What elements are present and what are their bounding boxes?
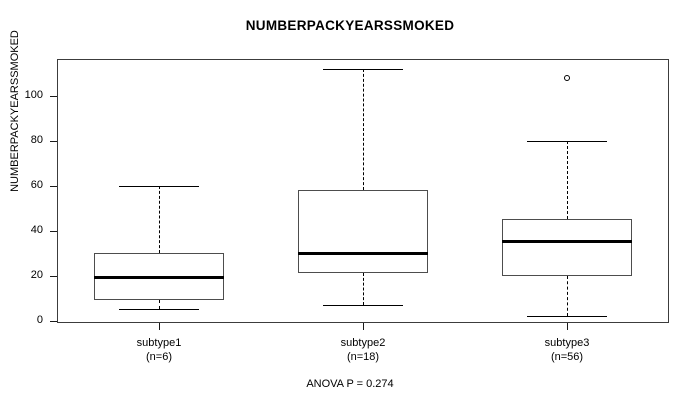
y-axis-tick xyxy=(50,185,57,187)
y-axis-tick xyxy=(50,320,57,322)
boxplot-upper-cap xyxy=(527,140,607,142)
boxplot-median-line xyxy=(501,240,633,244)
x-axis-category-count: (n=56) xyxy=(550,351,584,363)
y-axis-tick xyxy=(50,140,57,142)
x-axis-tick-label: subtype2 (n=18) xyxy=(283,336,443,364)
x-axis-tick-label: subtype1 (n=6) xyxy=(79,336,239,364)
boxplot-lower-whisker xyxy=(567,275,568,316)
boxplot-iqr-box xyxy=(501,219,633,276)
anova-annotation: ANOVA P = 0.274 xyxy=(306,378,394,390)
boxplot-upper-whisker xyxy=(567,140,568,220)
y-axis-tick-label: 100 xyxy=(24,89,43,101)
boxplot-lower-whisker xyxy=(159,300,160,310)
y-axis-tick xyxy=(50,96,57,97)
x-axis-category-count: (n=6) xyxy=(146,351,172,363)
x-axis-tick-label: subtype3 (n=56) xyxy=(487,336,647,364)
y-axis-tick-label: 60 xyxy=(30,178,43,191)
chart-title: NUMBERPACKYEARSSMOKED xyxy=(245,18,455,33)
x-axis-tick xyxy=(567,323,568,330)
boxplot-lower-cap xyxy=(119,309,199,311)
boxplot-outlier-point xyxy=(564,75,570,82)
x-axis-category-name: subtype3 xyxy=(544,337,590,349)
boxplot-upper-cap xyxy=(119,185,199,187)
x-axis-category-name: subtype1 xyxy=(136,337,182,349)
boxplot-upper-whisker xyxy=(159,185,160,254)
x-axis-tick xyxy=(363,323,364,330)
x-axis-category-name: subtype2 xyxy=(340,337,386,349)
x-axis-tick xyxy=(159,323,160,330)
y-axis-tick-label: 40 xyxy=(30,223,43,236)
boxplot-upper-whisker xyxy=(363,69,364,191)
boxplot-lower-cap xyxy=(323,304,403,306)
boxplot-upper-cap xyxy=(323,69,403,71)
boxplot-lower-cap xyxy=(527,316,607,317)
y-axis-tick-label: 20 xyxy=(30,268,43,281)
boxplot-lower-whisker xyxy=(363,273,364,305)
y-axis-tick xyxy=(50,275,57,277)
y-axis-tick xyxy=(50,230,57,232)
boxplot-median-line xyxy=(93,276,225,280)
y-axis-tick-label: 0 xyxy=(36,313,43,326)
boxplot-median-line xyxy=(297,251,429,255)
y-axis-tick-label: 80 xyxy=(30,133,43,146)
boxplot-iqr-box xyxy=(297,190,429,274)
x-axis-category-count: (n=18) xyxy=(346,351,380,363)
